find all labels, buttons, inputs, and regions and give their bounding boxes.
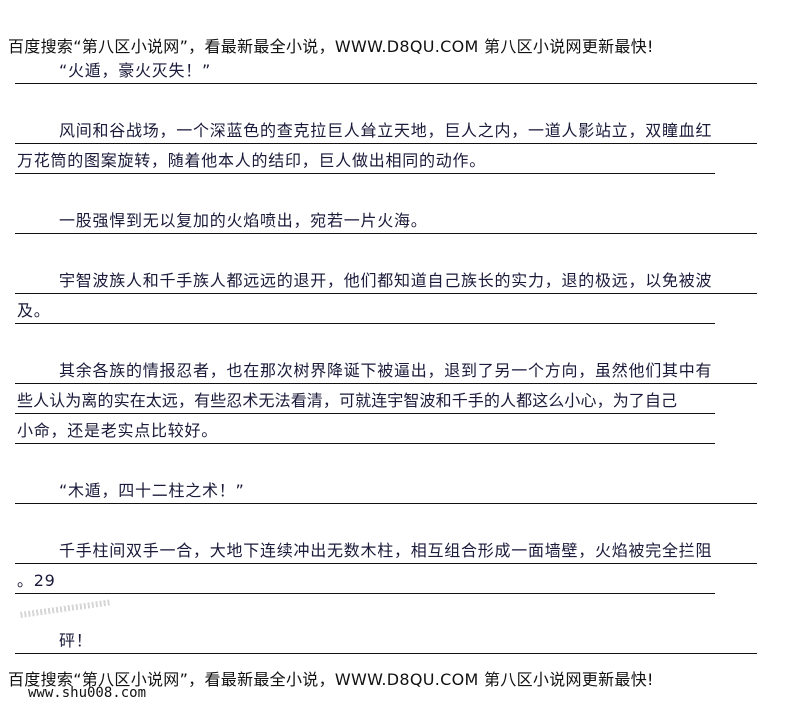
line-text: 宇智波族人和千手族人都远远的退开，他们都知道自己族长的实力，退的极远，以免被波 <box>59 271 713 290</box>
line-text: 及。 <box>17 301 51 320</box>
line-text: 千手柱间双手一合，大地下连续冲出无数木柱，相互组合形成一面墙壁，火焰被完全拦阻 <box>59 541 713 560</box>
line-text: “火遁，豪火灭失！” <box>59 61 212 80</box>
text-line: 风间和谷战场，一个深蓝色的查克拉巨人耸立天地，巨人之内，一道人影站立，双瞳血红 <box>15 119 757 144</box>
text-line: 砰！ <box>15 629 757 654</box>
footer-banner: 百度搜索“第八区小说网”，看最新最全小说，WWW.D8QU.COM 第八区小说网… <box>8 670 654 689</box>
line-text: 些人认为离的实在太远，有些忍术无法看清，可就连宇智波和千手的人都这么小心，为了自… <box>17 391 678 410</box>
line-text: 万花筒的图案旋转，随着他本人的结印，巨人做出相同的动作。 <box>17 151 487 170</box>
line-text: 其余各族的情报忍者，也在那次树界降诞下被逼出，退到了另一个方向，虽然他们其中有 <box>59 361 713 380</box>
text-line: 千手柱间双手一合，大地下连续冲出无数木柱，相互组合形成一面墙壁，火焰被完全拦阻 <box>15 539 757 564</box>
text-line: 。29 <box>15 569 715 594</box>
text-line: 宇智波族人和千手族人都远远的退开，他们都知道自己族长的实力，退的极远，以免被波 <box>15 269 757 294</box>
watermark-stripe <box>20 599 110 618</box>
text-line: 及。 <box>15 299 715 324</box>
header-banner: 百度搜索“第八区小说网”，看最新最全小说，WWW.D8QU.COM 第八区小说网… <box>8 37 654 56</box>
text-line: 些人认为离的实在太远，有些忍术无法看清，可就连宇智波和千手的人都这么小心，为了自… <box>15 389 715 414</box>
text-line: “木遁，四十二柱之术！” <box>15 479 757 504</box>
text-line: 小命，还是老实点比较好。 <box>15 419 715 444</box>
line-text: “木遁，四十二柱之术！” <box>59 481 245 500</box>
text-line: 其余各族的情报忍者，也在那次树界降诞下被逼出，退到了另一个方向，虽然他们其中有 <box>15 359 757 384</box>
text-line: “火遁，豪火灭失！” <box>15 59 757 84</box>
line-text: 小命，还是老实点比较好。 <box>17 421 219 440</box>
line-text: 一股强悍到无以复加的火焰喷出，宛若一片火海。 <box>59 211 428 230</box>
line-text: 。29 <box>17 571 56 590</box>
footer-url: www.shu008.com <box>28 685 147 701</box>
line-text: 风间和谷战场，一个深蓝色的查克拉巨人耸立天地，巨人之内，一道人影站立，双瞳血红 <box>59 121 713 140</box>
line-text: 砰！ <box>59 631 93 650</box>
text-line: 一股强悍到无以复加的火焰喷出，宛若一片火海。 <box>15 209 757 234</box>
text-line: 万花筒的图案旋转，随着他本人的结印，巨人做出相同的动作。 <box>15 149 715 174</box>
